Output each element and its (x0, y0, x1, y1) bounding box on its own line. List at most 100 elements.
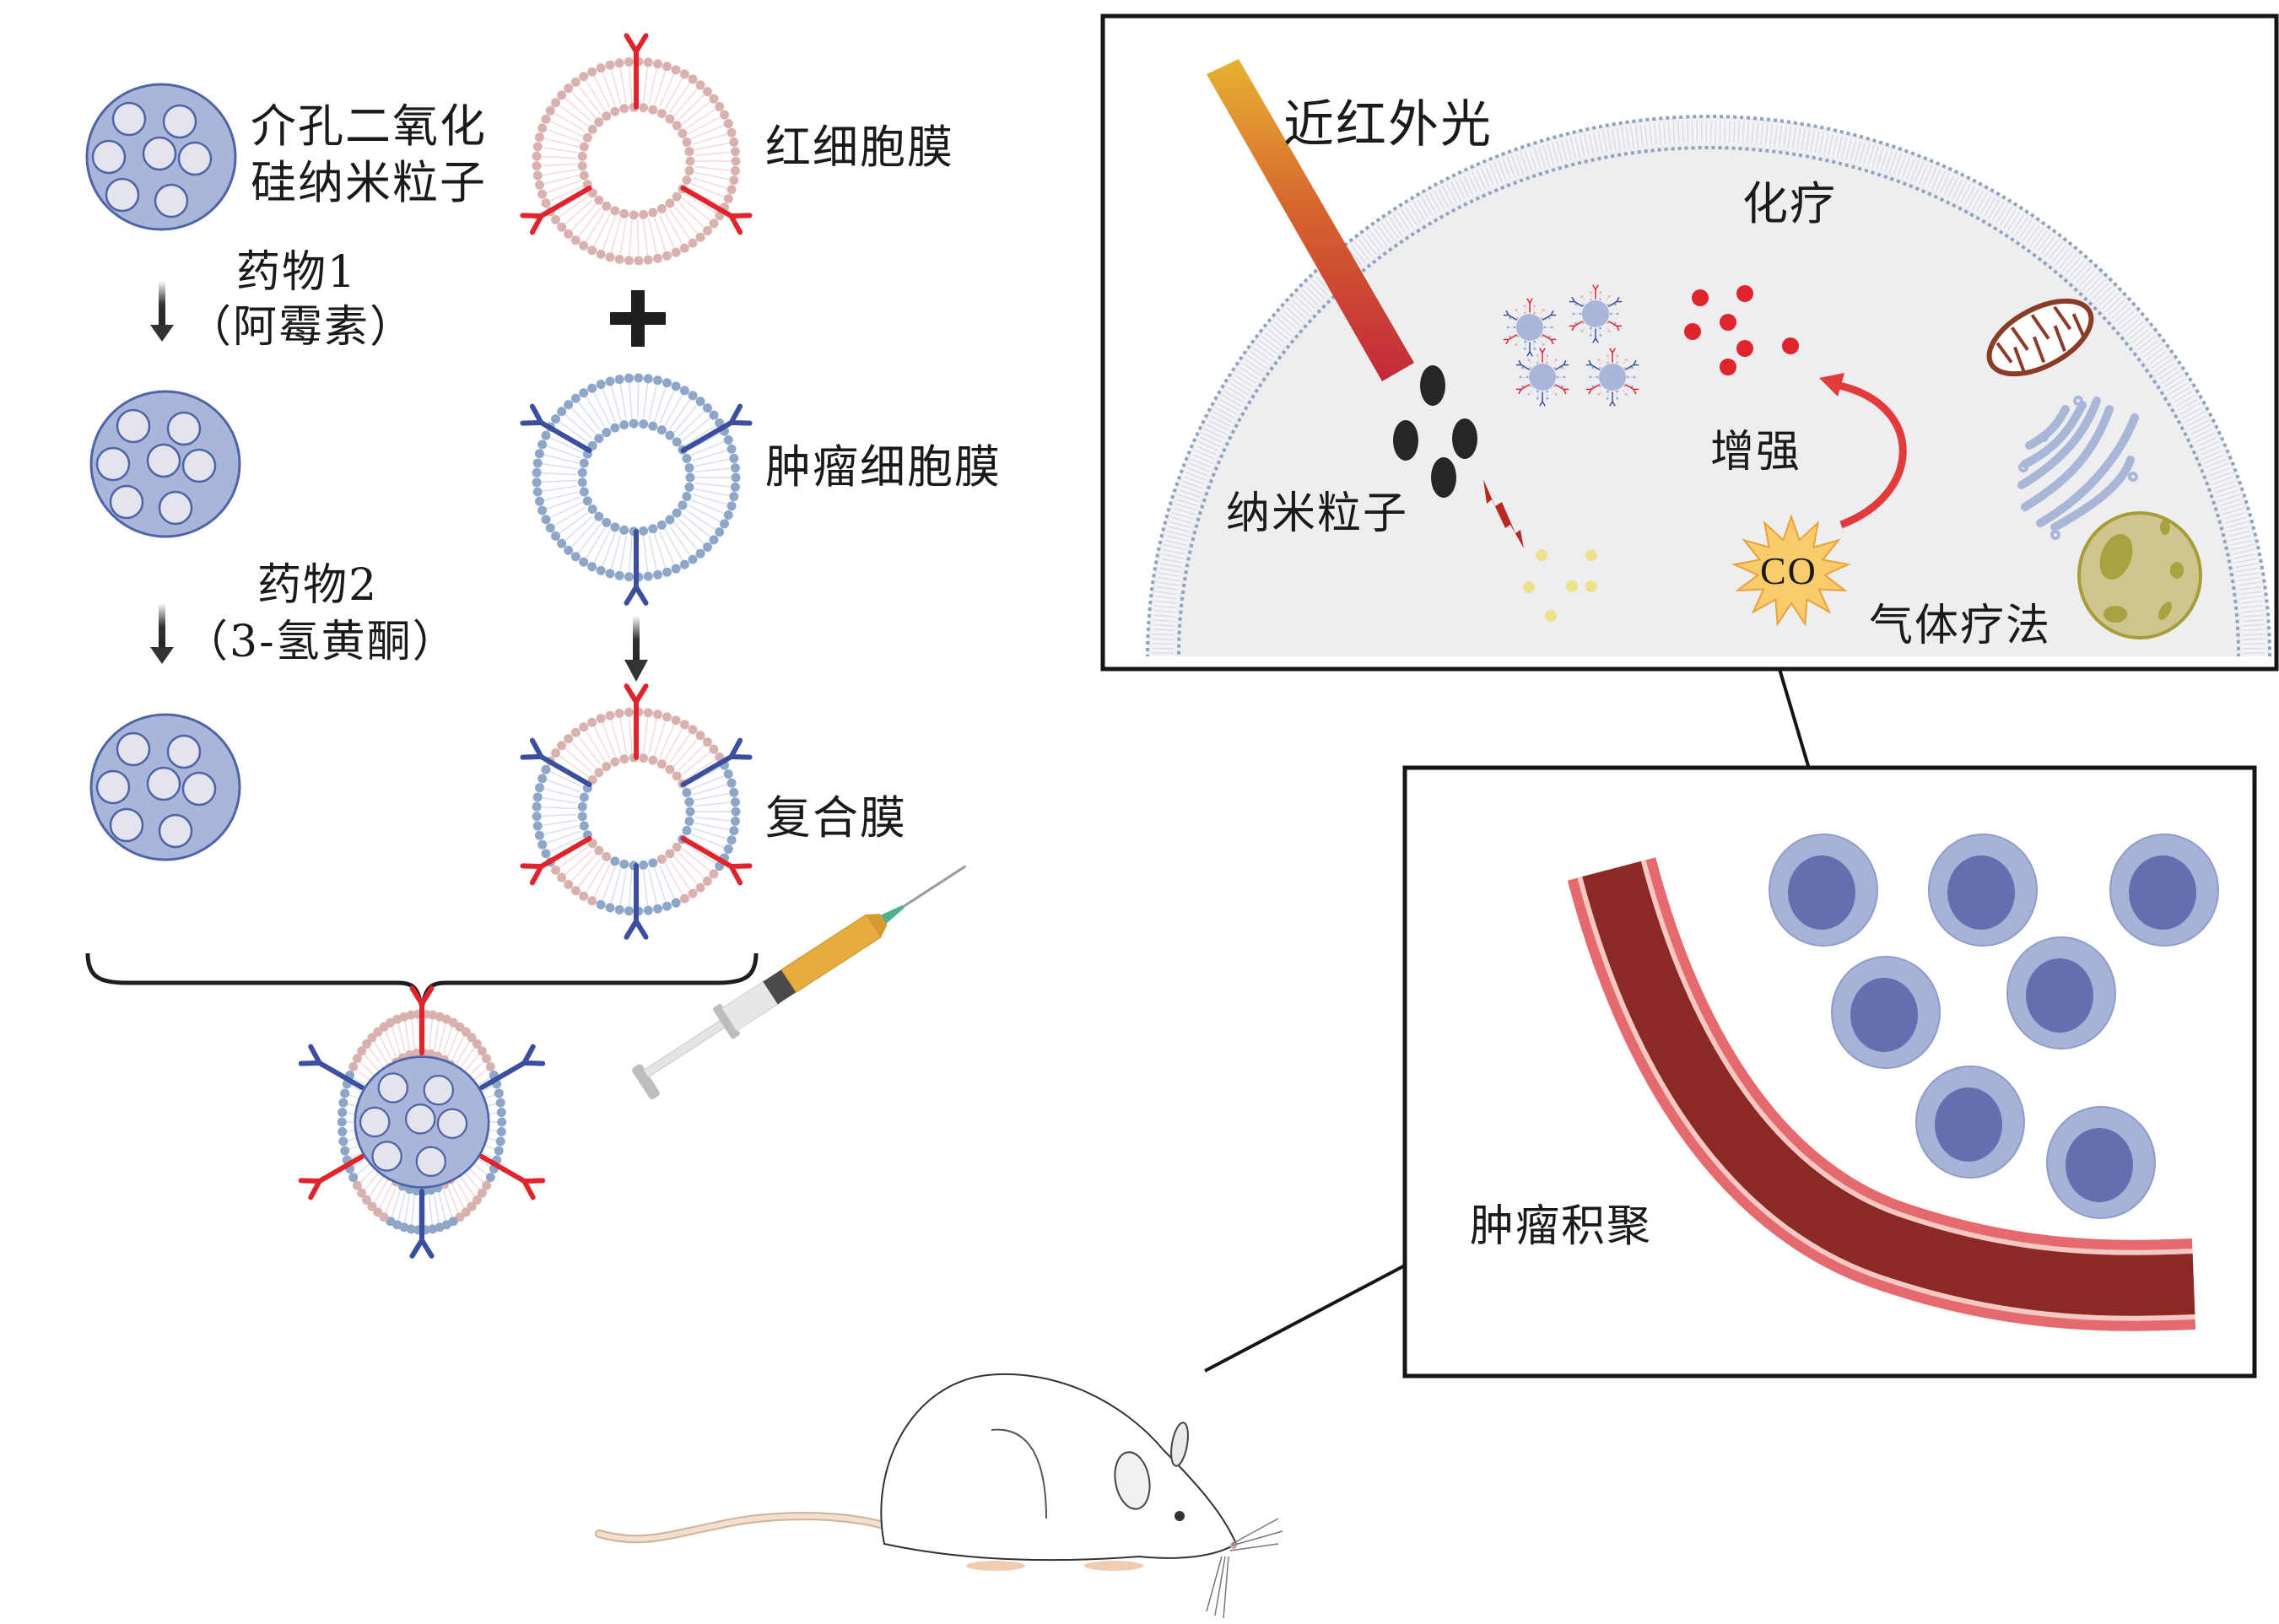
pore (109, 484, 144, 520)
antibody-icon (1554, 359, 1569, 370)
antibody-icon (1539, 391, 1546, 407)
pore (95, 446, 131, 482)
pore (181, 448, 217, 483)
pore (371, 1141, 402, 1172)
pore (166, 411, 202, 446)
antibody-icon (520, 737, 592, 787)
nir-light-label: 近红外光 (1283, 95, 1493, 154)
pore (146, 443, 181, 478)
antibody-icon (1624, 359, 1639, 370)
co-label: CO (1760, 549, 1817, 592)
drug1-label: 药物1 (236, 247, 358, 298)
tumor-cell (1928, 834, 2038, 947)
nanoparticle-label: 纳米粒子 (1226, 488, 1409, 539)
pore (116, 731, 151, 767)
pore (436, 1108, 468, 1140)
mitochondria-icon (1986, 298, 2094, 377)
mini-coated-nanoparticle (1503, 298, 1557, 357)
mini-coated-nanoparticle (1585, 348, 1639, 407)
pore (166, 734, 202, 769)
antibody-icon (1624, 384, 1639, 395)
antibody-icon (680, 403, 753, 453)
nanoparticle-cluster (1393, 365, 1477, 498)
chemotherapy-label: 化疗 (1742, 177, 1837, 230)
antibody-icon (680, 186, 753, 235)
antibody-icon (1592, 284, 1599, 299)
antibody-icon (1607, 296, 1623, 307)
tumor-cell (2006, 936, 2116, 1049)
antibody-icon (479, 1044, 546, 1090)
tumor-cell (2046, 1106, 2156, 1219)
tumor-accumulation-label: 肿瘤积聚 (1470, 1201, 1653, 1252)
tumor-cells (1769, 834, 2219, 1219)
tumor-cell (1831, 956, 1941, 1069)
plus-icon (610, 290, 666, 347)
silica-core (354, 1055, 490, 1189)
pore (142, 136, 177, 171)
pore (404, 1103, 436, 1135)
pore (158, 813, 193, 849)
antibody-icon (1569, 296, 1584, 307)
antibody-icon (1515, 384, 1531, 395)
pore (158, 490, 193, 526)
tumor-membrane-label: 肿瘤细胞膜 (765, 440, 1002, 494)
antibody-icon (520, 403, 592, 453)
cell-panel (1100, 13, 2279, 672)
mini-coated-nanoparticle (1515, 348, 1569, 407)
antibody-icon (624, 683, 649, 760)
tumor-cell (1915, 1066, 2025, 1179)
pore (181, 771, 217, 807)
pore (111, 101, 147, 137)
drug1-name: （阿霉素） (187, 302, 416, 353)
connector-line (1204, 1264, 1406, 1373)
hybrid-membrane-label: 复合膜 (765, 791, 907, 844)
pore (146, 766, 181, 801)
antibody-icon (298, 1154, 365, 1200)
antibody-icon (1542, 334, 1557, 345)
antibody-icon (680, 737, 753, 787)
enhance-label: 增强 (1710, 427, 1802, 477)
pore (105, 177, 140, 213)
antibody-icon (1607, 321, 1623, 332)
antibody-icon (1554, 384, 1569, 395)
pore (162, 104, 197, 139)
msn-particle-2 (89, 390, 241, 538)
lightning-icon (1483, 479, 1524, 548)
pore (359, 1106, 391, 1138)
antibody-icon (298, 1044, 365, 1090)
antibody-icon (409, 1189, 435, 1259)
mouse-illustration (595, 1373, 1283, 1619)
antibody-icon (1585, 384, 1601, 395)
msn-label-line2: 硅纳米粒子 (251, 156, 487, 209)
pore (423, 1074, 455, 1106)
rbc-membrane (520, 33, 753, 266)
antibody-icon (1569, 321, 1584, 332)
enhance-arrow (1819, 373, 1907, 529)
golgi-apparatus-icon (2017, 396, 2139, 540)
antibody-icon (1542, 310, 1557, 321)
antibody-icon (1526, 298, 1533, 313)
blood-vessel (1567, 857, 2196, 1331)
antibody-icon (1503, 334, 1518, 345)
drug2-label: 药物2 (257, 560, 379, 611)
co-starburst-icon (1731, 514, 1851, 627)
nir-light-beam (1207, 59, 1414, 381)
antibody-icon (1539, 348, 1546, 363)
hybrid-membrane (520, 683, 753, 940)
doxorubicin-dots (1684, 285, 1799, 375)
down-arrow-icon (624, 616, 648, 682)
tumor-panel (1402, 765, 2257, 1379)
antibody-icon (1526, 342, 1533, 357)
coated-nanoparticle (298, 985, 546, 1259)
tumor-cell (1769, 834, 1878, 947)
pore (177, 141, 213, 176)
antibody-icon (1609, 391, 1616, 407)
antibody-icon (1609, 348, 1616, 363)
tumor-cell (2109, 834, 2219, 947)
rbc-membrane-label: 红细胞膜 (765, 121, 954, 174)
pore (91, 139, 127, 175)
pore (109, 807, 144, 843)
down-arrow-icon (150, 281, 174, 342)
mini-coated-nanoparticle (1569, 284, 1623, 343)
mini-coated-nanoparticles (1503, 284, 1639, 407)
